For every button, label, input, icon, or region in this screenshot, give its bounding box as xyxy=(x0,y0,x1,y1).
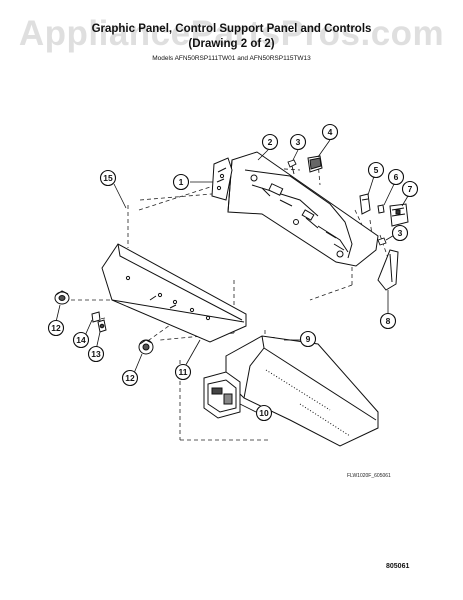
callout-1: 1 xyxy=(172,173,190,191)
callout-6: 6 xyxy=(387,168,405,186)
right-end-cap xyxy=(377,249,399,291)
svg-text:8: 8 xyxy=(386,316,391,326)
svg-text:13: 13 xyxy=(91,349,101,359)
svg-text:7: 7 xyxy=(408,184,413,194)
left-end-bracket xyxy=(211,157,233,201)
control-board xyxy=(203,371,241,419)
diagram-models: Models AFN50RSP111TW01 and AFN50RSP115TW… xyxy=(152,55,311,62)
callout-13: 13 xyxy=(87,345,105,363)
screw-top xyxy=(287,159,297,175)
svg-text:1: 1 xyxy=(179,177,184,187)
knob-left xyxy=(54,290,70,305)
svg-text:4: 4 xyxy=(328,127,333,137)
drawing-code: FLW1020F_605061 xyxy=(347,473,391,479)
diagram-subtitle: (Drawing 2 of 2) xyxy=(188,38,275,50)
callout-14: 14 xyxy=(72,331,90,349)
callout-5: 5 xyxy=(367,161,385,179)
clip-part xyxy=(359,193,371,215)
callout-4: 4 xyxy=(321,123,339,141)
graphic-panel xyxy=(101,243,247,343)
callout-11: 11 xyxy=(174,363,192,381)
knob-bottom xyxy=(138,339,154,355)
watermark: AppliancePartsPros.com xyxy=(18,14,445,53)
diagram-title: Graphic Panel, Control Support Panel and… xyxy=(91,23,372,35)
svg-text:11: 11 xyxy=(179,367,188,377)
svg-text:12: 12 xyxy=(51,323,61,333)
switch-part xyxy=(307,155,323,173)
push-buttons xyxy=(91,311,107,333)
fastener-part xyxy=(377,204,385,214)
callout-7: 7 xyxy=(401,180,419,198)
callout-12-left: 12 xyxy=(47,319,65,337)
callout-2: 2 xyxy=(261,133,279,151)
page-code: 805061 xyxy=(386,563,410,570)
svg-text:9: 9 xyxy=(306,334,311,344)
callout-9: 9 xyxy=(299,330,317,348)
svg-text:15: 15 xyxy=(103,173,113,183)
connector-block xyxy=(389,203,409,227)
svg-text:5: 5 xyxy=(374,165,379,175)
svg-text:3: 3 xyxy=(296,137,301,147)
svg-text:3: 3 xyxy=(398,228,403,238)
svg-text:12: 12 xyxy=(125,373,135,383)
control-support-panel xyxy=(227,151,379,267)
svg-text:6: 6 xyxy=(394,172,399,182)
screw-right xyxy=(377,237,387,246)
callout-12-bottom: 12 xyxy=(121,369,139,387)
callout-10: 10 xyxy=(255,404,273,422)
rear-bracket xyxy=(225,335,379,447)
callout-3-right: 3 xyxy=(391,224,409,242)
svg-text:14: 14 xyxy=(76,335,86,345)
svg-text:2: 2 xyxy=(268,137,273,147)
svg-text:10: 10 xyxy=(259,408,269,418)
callout-15: 15 xyxy=(99,169,117,187)
callout-8: 8 xyxy=(379,312,397,330)
callout-3-top: 3 xyxy=(289,133,307,151)
